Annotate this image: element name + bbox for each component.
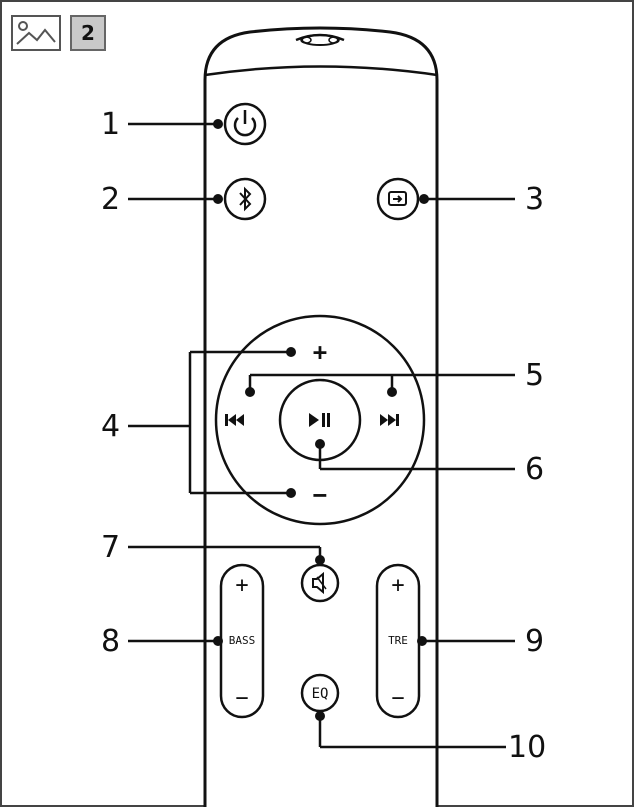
- leader-10: [318, 716, 506, 749]
- bass-label: BASS: [229, 634, 256, 647]
- bluetooth-button[interactable]: [223, 177, 267, 221]
- input-source-icon: [388, 191, 407, 206]
- treble-rocker[interactable]: + TRE −: [375, 563, 421, 719]
- volume-down-button[interactable]: −: [313, 481, 327, 509]
- play-pause-icon: [309, 413, 330, 427]
- callout-7: 7: [101, 530, 120, 565]
- callout-4: 4: [101, 409, 120, 444]
- next-track-icon[interactable]: [380, 414, 399, 426]
- page-badge: 2: [70, 15, 106, 51]
- bass-rocker[interactable]: + BASS −: [219, 563, 265, 719]
- leader-4: [128, 350, 291, 495]
- eq-button[interactable]: EQ: [300, 673, 340, 713]
- previous-track-icon[interactable]: [225, 414, 244, 426]
- callout-1: 1: [101, 107, 120, 142]
- mute-icon: [312, 571, 327, 595]
- volume-up-button[interactable]: +: [313, 338, 327, 366]
- callout-3: 3: [525, 182, 544, 217]
- treble-label: TRE: [388, 634, 408, 647]
- mute-button[interactable]: [300, 563, 340, 603]
- remote-top-edge: [204, 65, 438, 77]
- callout-8: 8: [101, 624, 120, 659]
- callout-9: 9: [525, 624, 544, 659]
- callout-5: 5: [525, 358, 544, 393]
- treble-plus-label: +: [391, 573, 404, 598]
- power-button[interactable]: [223, 102, 267, 146]
- eq-label: EQ: [312, 686, 329, 702]
- image-icon: [11, 15, 61, 51]
- bass-minus-label: −: [235, 686, 248, 711]
- leader-dots: [213, 119, 429, 721]
- callout-10: 10: [508, 730, 546, 765]
- ir-window: [295, 33, 345, 46]
- input-source-button[interactable]: [376, 177, 420, 221]
- callout-2: 2: [101, 182, 120, 217]
- callout-6: 6: [525, 452, 544, 487]
- treble-minus-label: −: [391, 686, 404, 711]
- bluetooth-icon: [239, 186, 252, 212]
- power-icon: [233, 110, 257, 137]
- bass-plus-label: +: [235, 573, 248, 598]
